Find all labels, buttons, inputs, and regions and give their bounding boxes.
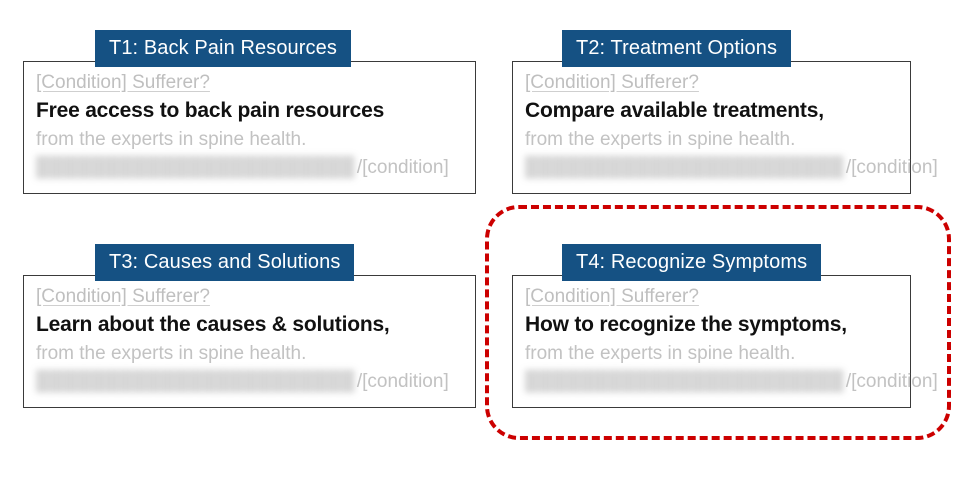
ad-url-path: /[condition]	[845, 156, 938, 178]
ad-url-redacted: ███████████████████████	[36, 156, 355, 178]
ad-headline: Learn about the causes & solutions,	[36, 312, 390, 336]
ad-description: from the experts in spine health.	[36, 128, 307, 150]
ad-description: from the experts in spine health.	[36, 342, 307, 364]
ad-headline: Free access to back pain resources	[36, 98, 385, 122]
ad-preview-card-t3[interactable]: [Condition] Sufferer? Learn about the ca…	[23, 275, 476, 408]
ad-variant-t3[interactable]: T3: Causes and Solutions [Condition] Suf…	[23, 244, 476, 408]
ad-display-url: ███████████████████████ /[condition]	[36, 156, 463, 180]
ad-variant-t1[interactable]: T1: Back Pain Resources [Condition] Suff…	[23, 30, 476, 194]
ad-preview-card-t4[interactable]: [Condition] Sufferer? How to recognize t…	[512, 275, 938, 408]
ad-display-url: ███████████████████████ /[condition]	[525, 370, 938, 394]
ad-variant-t4[interactable]: T4: Recognize Symptoms [Condition] Suffe…	[512, 244, 938, 408]
ad-display-url: ███████████████████████ /[condition]	[36, 370, 463, 394]
ad-url-path: /[condition]	[356, 370, 449, 392]
ad-url-path: /[condition]	[845, 370, 938, 392]
ad-description: from the experts in spine health.	[525, 128, 796, 150]
variant-label-t4: T4: Recognize Symptoms	[562, 244, 822, 281]
ad-url-path: /[condition]	[356, 156, 449, 178]
ad-site-line: [Condition] Sufferer?	[525, 72, 699, 93]
ad-variant-t2[interactable]: T2: Treatment Options [Condition] Suffer…	[512, 30, 938, 194]
ad-display-url: ███████████████████████ /[condition]	[525, 156, 938, 180]
variant-label-t3: T3: Causes and Solutions	[95, 244, 355, 281]
ad-url-redacted: ███████████████████████	[525, 370, 844, 392]
ad-url-redacted: ███████████████████████	[525, 156, 844, 178]
ad-preview-card-t2[interactable]: [Condition] Sufferer? Compare available …	[512, 61, 938, 194]
variant-label-t2: T2: Treatment Options	[562, 30, 792, 67]
ad-headline: Compare available treatments,	[525, 98, 824, 122]
ad-preview-card-t1[interactable]: [Condition] Sufferer? Free access to bac…	[23, 61, 476, 194]
ad-site-line: [Condition] Sufferer?	[525, 286, 699, 307]
ad-site-line: [Condition] Sufferer?	[36, 72, 210, 93]
ad-description: from the experts in spine health.	[525, 342, 796, 364]
ad-headline: How to recognize the symptoms,	[525, 312, 847, 336]
ad-url-redacted: ███████████████████████	[36, 370, 355, 392]
variant-label-t1: T1: Back Pain Resources	[95, 30, 351, 67]
ad-site-line: [Condition] Sufferer?	[36, 286, 210, 307]
